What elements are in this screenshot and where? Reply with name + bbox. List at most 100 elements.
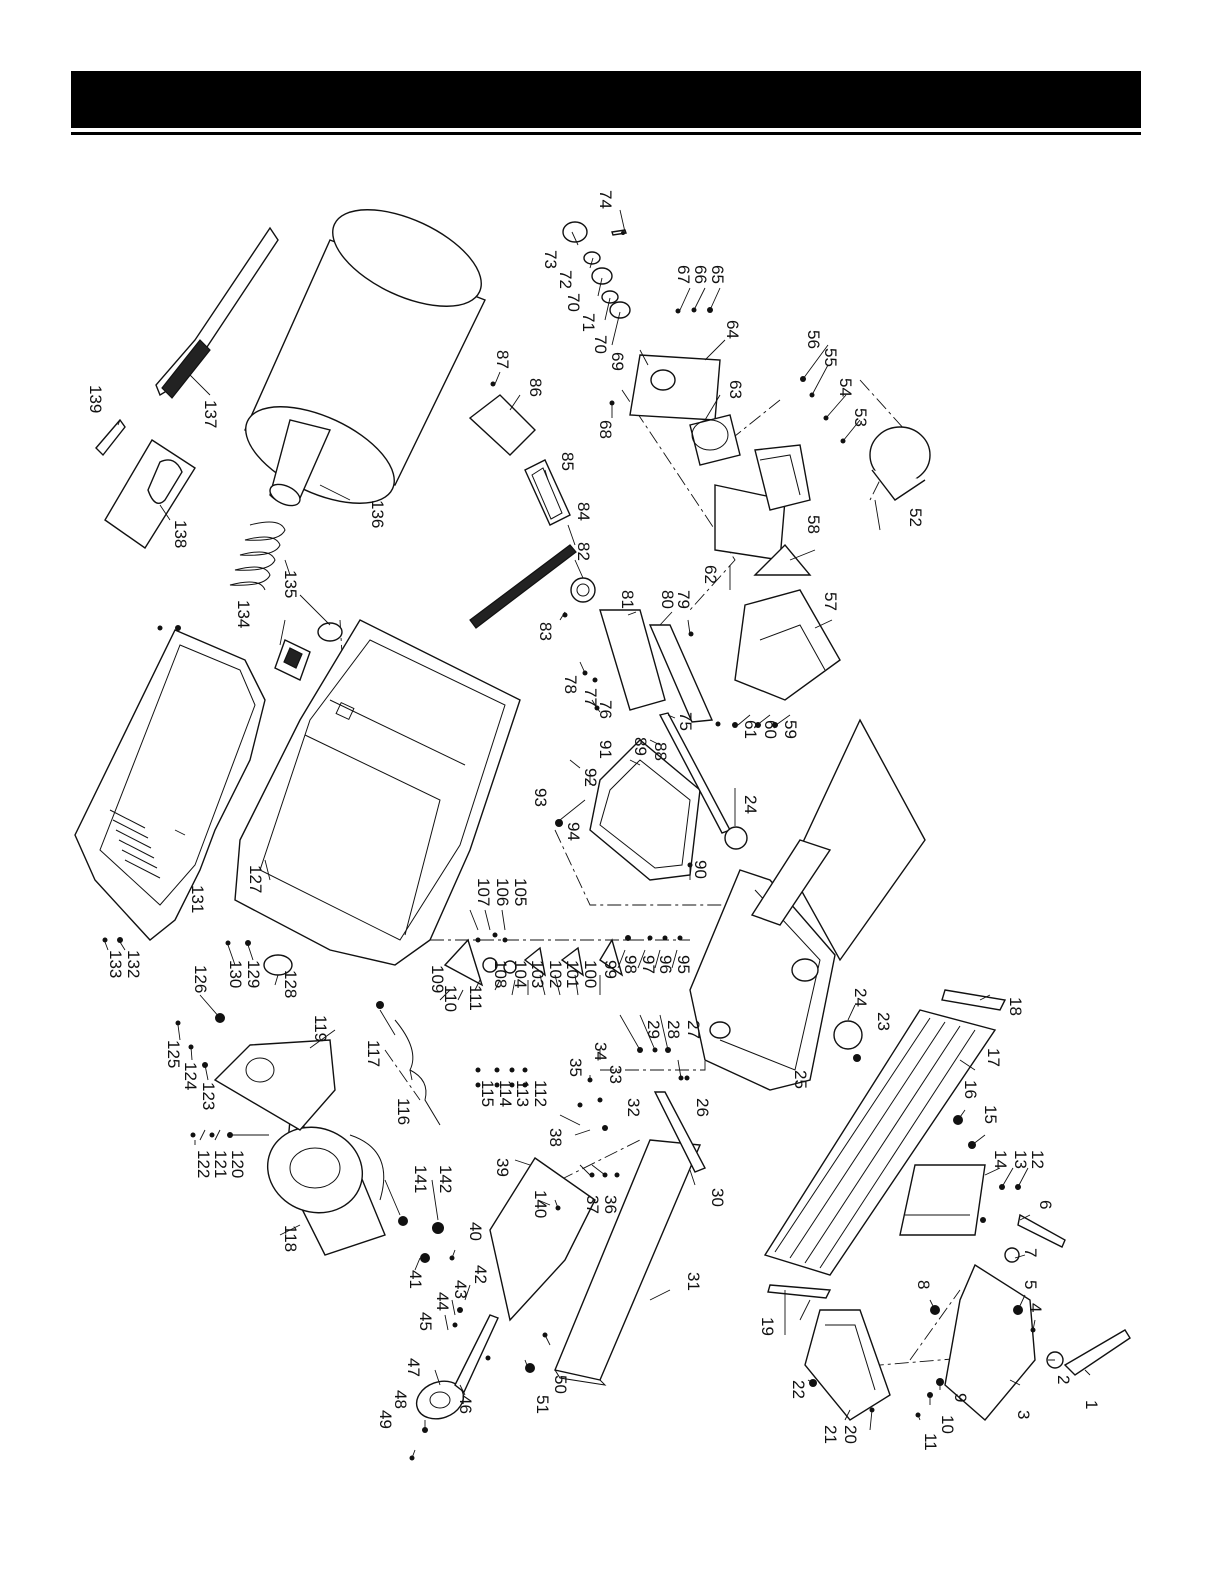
fence-base-21 bbox=[804, 1309, 891, 1421]
callout-label: 125 bbox=[164, 1040, 183, 1068]
end-cap-18 bbox=[941, 989, 1007, 1011]
callout-label: 34 bbox=[591, 1042, 610, 1061]
callout-label: 1 bbox=[1082, 1400, 1101, 1409]
callout-label: 25 bbox=[791, 1070, 810, 1089]
callout-label: 10 bbox=[938, 1415, 957, 1434]
callout-label: 74 bbox=[596, 190, 615, 209]
callout-label: 24 bbox=[851, 988, 870, 1007]
callout-label: 142 bbox=[436, 1165, 455, 1193]
callout-label: 106 bbox=[493, 878, 512, 906]
callout-label: 2 bbox=[1054, 1375, 1073, 1384]
callout-label: 20 bbox=[841, 1425, 860, 1444]
callout-label: 49 bbox=[376, 1410, 395, 1429]
callout-label: 61 bbox=[741, 720, 760, 739]
bearing-stack-70-73 bbox=[562, 221, 631, 319]
callout-label: 3 bbox=[1014, 1410, 1033, 1419]
fence-rail-17 bbox=[763, 1009, 997, 1276]
callout-label: 92 bbox=[581, 768, 600, 787]
callout-label: 89 bbox=[631, 737, 650, 756]
callout-label: 124 bbox=[181, 1062, 200, 1090]
callout-label: 75 bbox=[676, 712, 695, 731]
callout-label: 141 bbox=[411, 1165, 430, 1193]
callout-label: 38 bbox=[546, 1128, 565, 1147]
callout-label: 68 bbox=[596, 420, 615, 439]
callout-label: 70 bbox=[591, 335, 610, 354]
collar-52 bbox=[869, 426, 931, 501]
holder-138 bbox=[104, 439, 196, 549]
plate-39 bbox=[489, 1157, 596, 1322]
callout-label: 127 bbox=[246, 865, 265, 893]
header-rule bbox=[71, 132, 1141, 135]
callout-label: 110 bbox=[441, 985, 460, 1012]
motor-plate-119 bbox=[213, 1039, 336, 1131]
callout-label: 128 bbox=[281, 970, 300, 998]
callout-label: 101 bbox=[563, 960, 582, 988]
callout-label: 81 bbox=[618, 590, 637, 609]
callout-label: 19 bbox=[758, 1317, 777, 1336]
callout-label: 9 bbox=[951, 1393, 970, 1402]
callout-label: 118 bbox=[281, 1225, 300, 1252]
callout-label: 94 bbox=[564, 822, 583, 841]
callout-label: 72 bbox=[556, 270, 575, 289]
callout-label: 135 bbox=[281, 570, 300, 598]
callout-label: 29 bbox=[644, 1020, 663, 1039]
callout-label: 30 bbox=[708, 1188, 727, 1207]
callout-label: 59 bbox=[781, 720, 800, 739]
callout-label: 47 bbox=[404, 1358, 423, 1377]
bearing-24 bbox=[724, 826, 863, 1050]
callout-label: 48 bbox=[391, 1390, 410, 1409]
callout-label: 121 bbox=[211, 1150, 230, 1178]
callout-label: 32 bbox=[624, 1098, 643, 1117]
belt-85 bbox=[524, 459, 571, 526]
callout-label: 79 bbox=[674, 590, 693, 609]
housing-62 bbox=[714, 444, 811, 561]
callout-label: 85 bbox=[558, 452, 577, 471]
callout-label: 80 bbox=[658, 590, 677, 609]
callout-label: 73 bbox=[541, 250, 560, 269]
callout-label: 5 bbox=[1021, 1280, 1040, 1289]
callout-label: 50 bbox=[551, 1375, 570, 1394]
handle-6 bbox=[1004, 1213, 1066, 1263]
pulley-82 bbox=[570, 577, 596, 603]
handle-1 bbox=[1046, 1329, 1131, 1376]
callout-label: 104 bbox=[511, 960, 530, 988]
callout-label: 41 bbox=[406, 1270, 425, 1289]
callout-label: 56 bbox=[804, 330, 823, 349]
callout-label: 37 bbox=[583, 1195, 602, 1214]
callout-label: 82 bbox=[574, 542, 593, 561]
callout-label: 22 bbox=[789, 1380, 808, 1399]
callout-label: 96 bbox=[656, 955, 675, 974]
callout-label: 105 bbox=[511, 878, 530, 906]
callout-label: 54 bbox=[836, 378, 855, 397]
hex-key-139 bbox=[95, 418, 126, 457]
callout-label: 13 bbox=[1011, 1150, 1030, 1169]
knob-47 bbox=[415, 1314, 499, 1420]
callout-label: 67 bbox=[674, 265, 693, 284]
push-stick-137 bbox=[155, 226, 279, 399]
callout-label: 109 bbox=[428, 965, 447, 993]
callout-label: 71 bbox=[579, 313, 598, 332]
callout-label: 119 bbox=[311, 1015, 330, 1042]
callout-label: 65 bbox=[708, 265, 727, 284]
callout-label: 132 bbox=[124, 950, 143, 978]
callout-label: 138 bbox=[171, 520, 190, 548]
callout-label: 11 bbox=[921, 1433, 940, 1451]
callout-label: 120 bbox=[228, 1150, 247, 1178]
callout-label: 108 bbox=[491, 960, 510, 988]
callout-label: 28 bbox=[664, 1020, 683, 1039]
callout-label: 44 bbox=[433, 1292, 452, 1311]
callout-label: 31 bbox=[684, 1272, 703, 1291]
fence-bracket-14 bbox=[899, 1164, 986, 1236]
bracket-64 bbox=[629, 354, 721, 421]
callout-label: 113 bbox=[513, 1080, 532, 1107]
knob-cluster-99-111 bbox=[443, 938, 624, 987]
callout-label: 83 bbox=[536, 622, 555, 641]
callout-label: 107 bbox=[474, 878, 493, 906]
callout-label: 12 bbox=[1028, 1150, 1047, 1169]
callout-label: 76 bbox=[596, 700, 615, 719]
base-cabinet-127 bbox=[234, 619, 521, 966]
callout-label: 131 bbox=[188, 885, 207, 913]
callout-label: 117 bbox=[364, 1040, 383, 1067]
dust-collector-cylinder-136 bbox=[244, 209, 486, 507]
